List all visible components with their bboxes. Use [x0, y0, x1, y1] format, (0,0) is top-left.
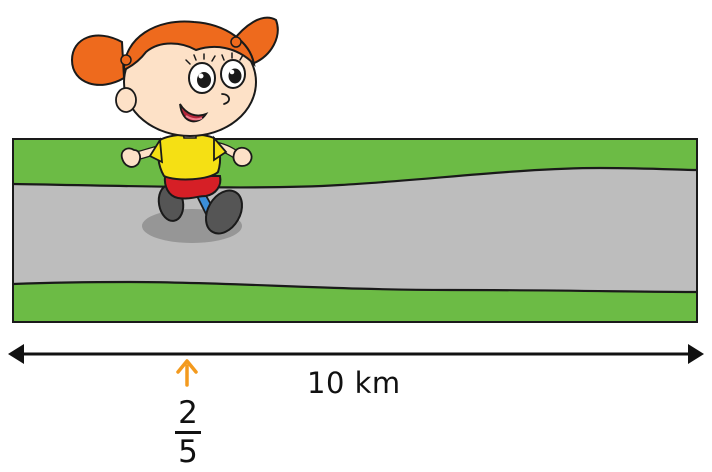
right-shoe [204, 189, 244, 235]
road-top-edge [12, 166, 698, 189]
orange-up-arrow-icon [176, 359, 198, 387]
right-hand [232, 146, 253, 167]
hair [122, 20, 256, 72]
girl-runner-illustration [70, 16, 279, 243]
shirt [156, 133, 222, 181]
fraction-numerator: 2 [178, 395, 198, 431]
fraction-denominator: 5 [178, 434, 198, 470]
diagram-border [12, 138, 698, 323]
double-headed-arrow-icon [8, 344, 704, 364]
shorts [163, 175, 222, 200]
fraction-label: 2 5 [171, 398, 205, 468]
left-pigtail [70, 34, 126, 86]
left-hand [120, 147, 141, 168]
distance-label: 10 km [307, 366, 401, 400]
fraction-bar [175, 431, 201, 434]
road-bottom-edge [12, 280, 698, 294]
